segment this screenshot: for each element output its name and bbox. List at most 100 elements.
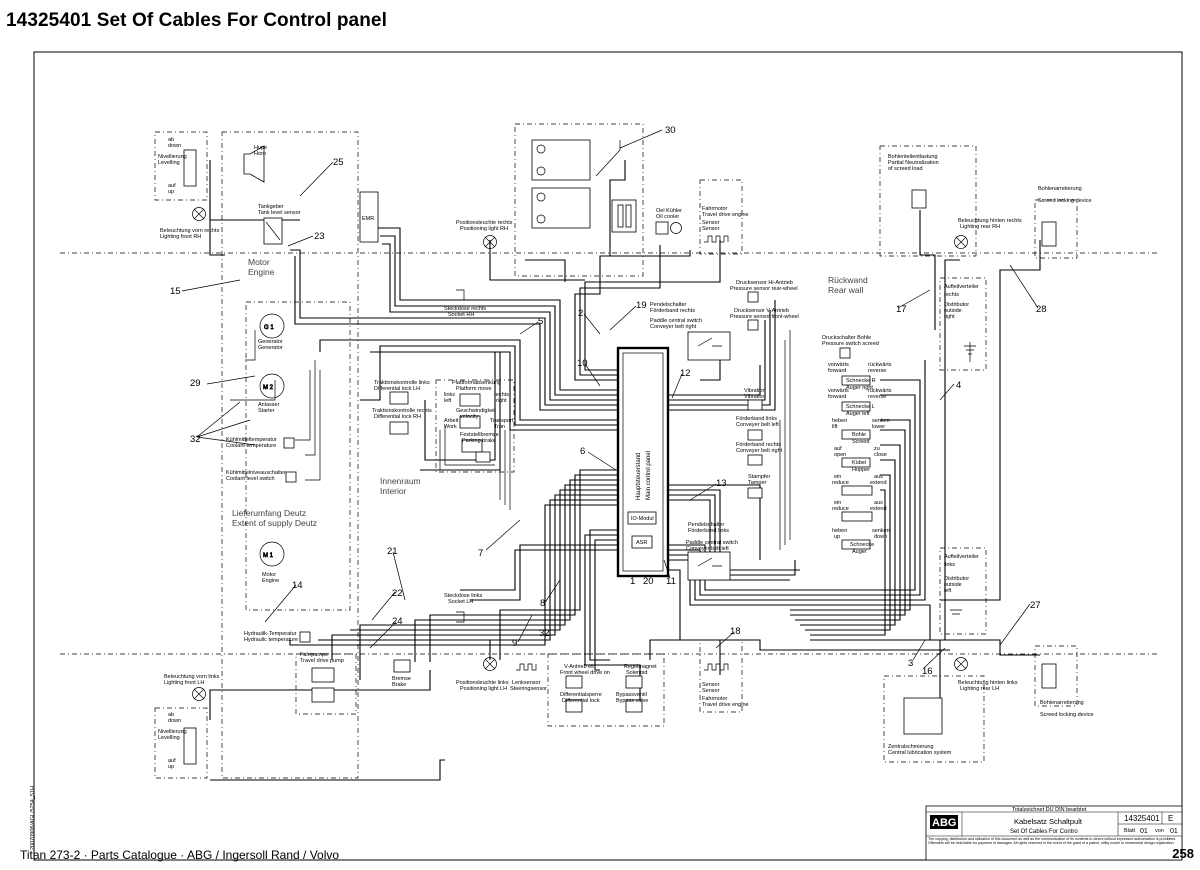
diagram-label: extend	[870, 506, 887, 512]
diagram-label: Kübel	[852, 460, 866, 466]
diagram-label: ein	[834, 474, 841, 480]
abg-logo	[930, 815, 958, 829]
diagram-label: Differential lock LH	[374, 386, 420, 392]
pendulum-switch-r	[687, 331, 731, 361]
front-wheel-switch	[565, 675, 583, 689]
callout-13: 13	[716, 478, 727, 489]
diagram-label: rechts	[944, 292, 959, 298]
callout-32a: 32	[190, 434, 201, 445]
callout-1: 1	[630, 576, 635, 587]
tamper-switch	[747, 487, 763, 499]
diagram-label: Sensor	[702, 226, 720, 232]
diagram-label: Zentralschmierung	[888, 744, 934, 750]
diagram-label: down	[168, 718, 181, 724]
diagram-label: Screed locking device	[1040, 712, 1094, 718]
diagram-label: ein	[834, 500, 841, 506]
lamp-icon-front-lh	[192, 687, 206, 701]
diagram-label: Vibration	[744, 394, 766, 400]
diagram-label: Socket LH	[448, 599, 473, 605]
diagram-label: reduce	[832, 506, 849, 512]
auger-l-switch	[841, 401, 871, 412]
name-en: Set Of Cables For Contro	[1010, 829, 1078, 835]
diagram-label: Front wheel drive on	[560, 670, 610, 676]
sensor-icon-travel-l	[704, 663, 729, 671]
page-title: 14325401 Set Of Cables For Control panel	[6, 10, 387, 31]
diagram-label: Differential lock	[562, 698, 600, 704]
diagram-label: Pressure switch screed	[822, 341, 879, 347]
page-number: 258	[1172, 846, 1194, 861]
diagram-label: auf	[834, 446, 842, 452]
diagram-label: Bohlenteilentlastung	[888, 154, 938, 160]
diagram-label: Vibration	[744, 388, 766, 394]
area-deutz-2: Extent of supply Deutz	[232, 518, 317, 528]
diagram-label: Traktionskontrolle rechts	[372, 408, 432, 414]
title-block: ABG Totalzeichnet DU DIN bearbtet 143254…	[925, 805, 1183, 861]
panel-label-1: Hauptsteuerstand	[636, 453, 642, 500]
diagram-label: Solenoid	[626, 670, 647, 676]
diagram-label: Coolant level switch	[226, 476, 275, 482]
ext-r-switch	[841, 485, 873, 496]
diagram-label: Lenksensor	[512, 680, 541, 686]
title-block-note: Totalzeichnet DU DIN bearbtet	[1012, 807, 1087, 813]
diagram-label: Plattformabsenkung	[452, 380, 501, 386]
diagram-label: Fahrpumpe	[300, 652, 328, 658]
diagram-label: Kühlmittelniveauschalter	[226, 470, 286, 476]
page-footer: Titan 273-2 · Parts Catalogue · ABG / In…	[20, 848, 340, 862]
diagram-label: Distributor	[944, 302, 969, 308]
auger-r-switch	[841, 375, 871, 386]
pressure-switch-screed	[839, 347, 851, 359]
diagram-label: G 1	[264, 325, 274, 331]
diagram-label: Coolant temperature	[226, 443, 276, 449]
diagram-label: Beleuchtung vorn rechts	[160, 228, 220, 234]
emr-icon	[359, 191, 379, 243]
steering-sensor-icon	[516, 663, 537, 671]
diagram-label: Bohlenarretierung	[1038, 186, 1082, 192]
diagram-label: Oel Kühler	[656, 208, 682, 214]
panel-label-2: Main control panel	[646, 451, 652, 500]
diagram-label: Fahrmotor	[702, 206, 728, 212]
diagram-label: Parking brake	[462, 438, 496, 444]
battery-icon-1	[531, 139, 591, 181]
horn-icon	[243, 145, 265, 183]
callout-24: 24	[392, 616, 403, 627]
diagram-label: Travel drive engine	[702, 212, 749, 218]
diagram-label: senken	[872, 528, 890, 534]
diagram-label: Pendelschalter	[650, 302, 687, 308]
diagram-label: auf	[168, 183, 176, 189]
diagram-label: Auger	[852, 549, 867, 555]
abg-logo-text: ABG	[932, 817, 956, 829]
diagram-label: Pressure sensor front-wheel	[730, 314, 799, 320]
diagram-label: V-Antrieb ein	[564, 664, 596, 670]
callout-10: 10	[577, 358, 588, 369]
sheet-number: 01	[1140, 828, 1148, 835]
diagram-label: Lighting rear RH	[960, 224, 1000, 230]
diagram-label: Traktionskontrolle links	[374, 380, 430, 386]
diagram-label: Pressure sensor rear-wheel	[730, 286, 798, 292]
central-lube-icon	[903, 697, 943, 735]
diagram-label: forward	[828, 368, 846, 374]
lamp-icon-pos-rh	[483, 235, 497, 249]
diagram-label: Oil cooler	[656, 214, 679, 220]
screed-lock-l-icon	[1041, 663, 1057, 689]
screed-switch	[841, 429, 871, 440]
ground-icon-1	[964, 342, 976, 362]
callout-7: 7	[478, 548, 483, 559]
legal-notice: The copying, distribution and utilizatio…	[928, 837, 1177, 846]
oil-cooler-motor-icon	[670, 222, 682, 234]
traction-l-switch	[389, 391, 409, 405]
diagram-label: Screed locking device	[1038, 198, 1092, 204]
callout-20: 20	[643, 576, 654, 587]
partial-neutral-icon	[911, 189, 927, 209]
diagram-label: Tank level sensor	[258, 210, 301, 216]
interior-wiring	[230, 330, 791, 550]
diagram-label: Platform move	[456, 386, 491, 392]
oil-cooler-temp-icon	[655, 221, 669, 235]
starter-icon	[259, 373, 285, 399]
diagram-label: right	[496, 398, 507, 404]
diagram-label: Anlasser	[258, 402, 280, 408]
diagram-label: Arbeit	[444, 418, 459, 424]
diagram-label: Steckdose links	[444, 593, 482, 599]
diagram-label: of screed load	[888, 166, 923, 172]
diagram-label: Lighting front LH	[164, 680, 204, 686]
diagram-label: senken	[872, 418, 890, 424]
